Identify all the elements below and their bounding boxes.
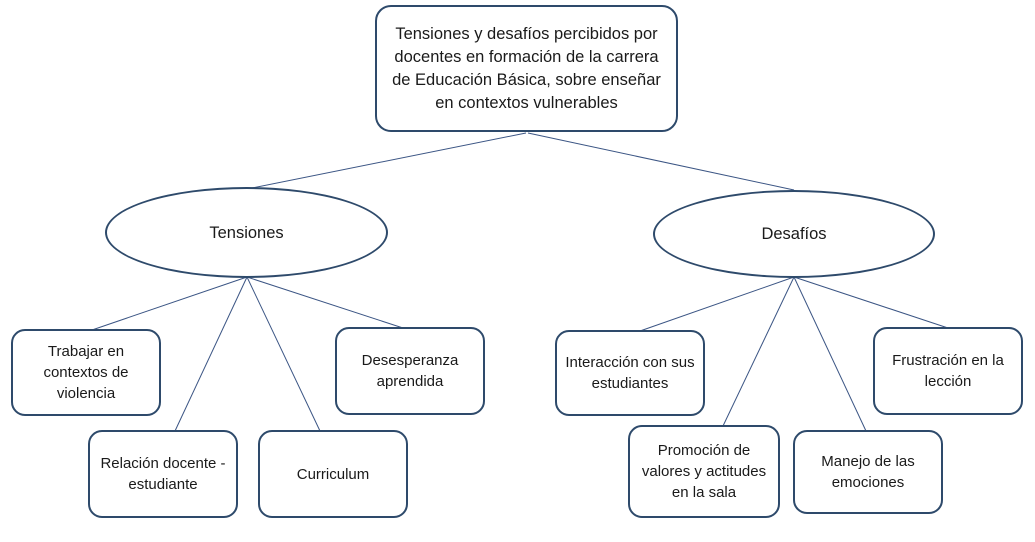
connector-tensiones-to-trabajar-contextos-violencia (91, 276, 248, 331)
node-root-topic-label: Tensiones y desafíos percibidos por doce… (392, 24, 661, 112)
node-branch-desafios-label: Desafíos (761, 225, 827, 243)
node-leaf-curriculum[interactable]: Curriculum (258, 430, 408, 518)
node-leaf-trabajar-contextos-violencia[interactable]: Trabajar en contextos de violencia (11, 329, 161, 416)
node-branch-desafios[interactable]: Desafíos (653, 190, 935, 278)
node-leaf-relacion-docente-estudiante-label: Relación docente - estudiante (100, 455, 226, 493)
node-branch-tensiones[interactable]: Tensiones (105, 187, 388, 278)
connector-tensiones-to-relacion-docente-estudiante (174, 276, 248, 432)
node-leaf-interaccion-con-estudiantes-label: Interacción con sus estudiantes (565, 354, 695, 392)
connector-desafios-to-promocion-valores-actitudes (722, 276, 795, 427)
node-leaf-manejo-emociones[interactable]: Manejo de las emociones (793, 430, 943, 514)
node-leaf-promocion-valores-actitudes-label: Promoción de valores y actitudes en la s… (641, 442, 767, 501)
node-leaf-desesperanza-aprendida[interactable]: Desesperanza aprendida (335, 327, 485, 415)
node-leaf-promocion-valores-actitudes[interactable]: Promoción de valores y actitudes en la s… (628, 425, 780, 518)
node-leaf-manejo-emociones-label: Manejo de las emociones (821, 453, 915, 491)
node-leaf-desesperanza-aprendida-label: Desesperanza aprendida (361, 352, 459, 390)
connector-desafios-to-interaccion-con-estudiantes (639, 276, 795, 332)
node-branch-tensiones-label: Tensiones (209, 223, 284, 242)
node-leaf-frustracion-leccion-label: Frustración en la lección (892, 352, 1004, 390)
connector-tensiones-to-desesperanza-aprendida (246, 276, 404, 329)
node-leaf-relacion-docente-estudiante[interactable]: Relación docente - estudiante (88, 430, 238, 518)
node-root-topic[interactable]: Tensiones y desafíos percibidos por doce… (375, 5, 678, 132)
node-leaf-trabajar-contextos-violencia-label: Trabajar en contextos de violencia (43, 343, 129, 402)
connector-desafios-to-frustracion-leccion (793, 276, 949, 329)
connector-root-to-desafios (527, 132, 795, 191)
connector-desafios-to-manejo-emociones (793, 276, 867, 432)
node-leaf-frustracion-leccion[interactable]: Frustración en la lección (873, 327, 1023, 415)
node-leaf-interaccion-con-estudiantes[interactable]: Interacción con sus estudiantes (555, 330, 705, 416)
node-leaf-curriculum-label: Curriculum (296, 465, 370, 483)
connector-root-to-tensiones (246, 132, 527, 190)
connector-tensiones-to-curriculum (246, 276, 321, 432)
